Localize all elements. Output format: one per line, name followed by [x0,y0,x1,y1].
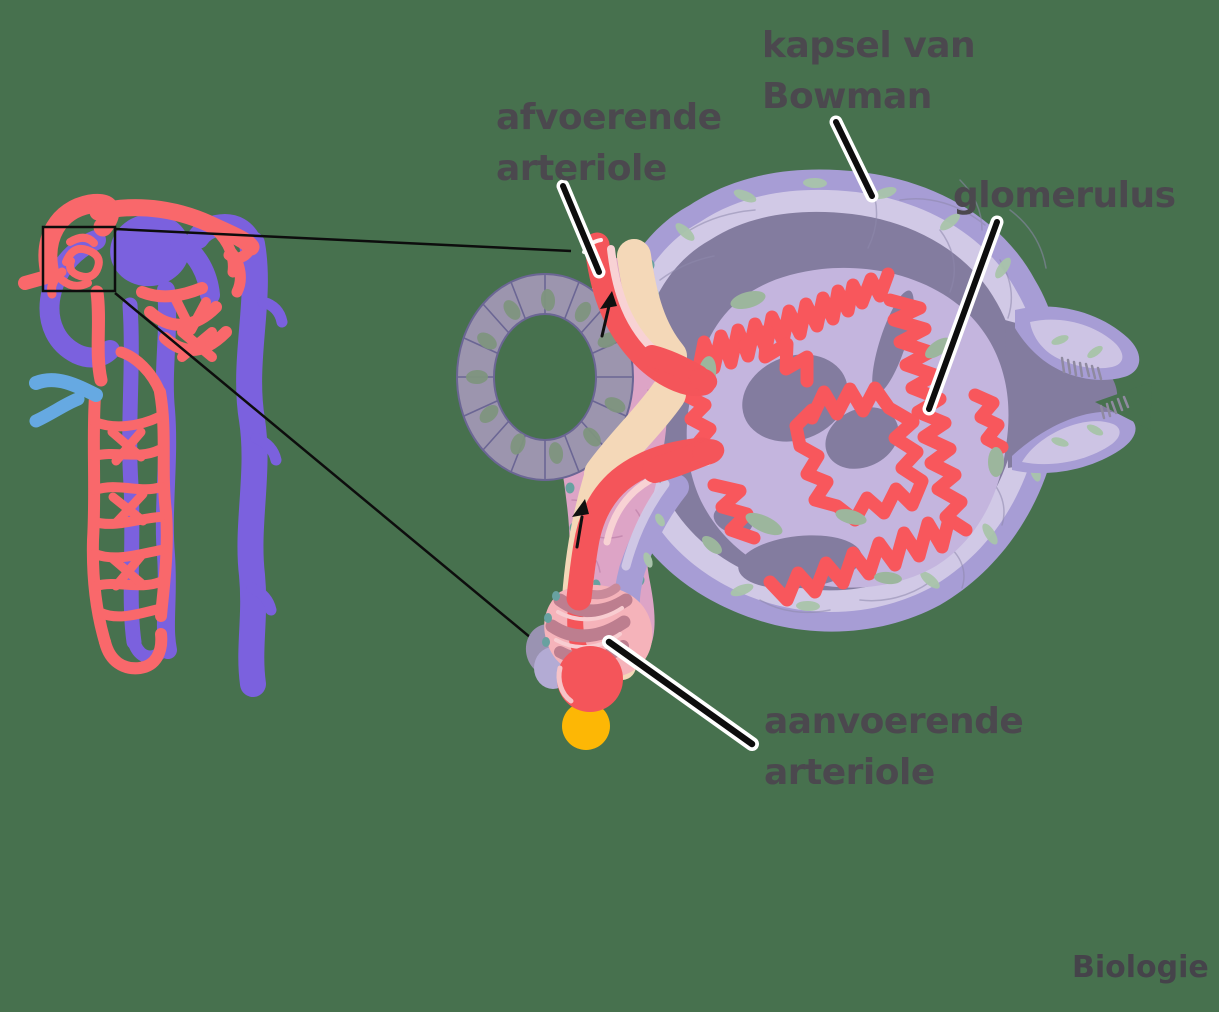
zoom-callout-box [41,225,117,293]
zoom-callout-line-bottom [114,292,567,668]
glomerulus-illustration [456,169,1152,750]
label-aanvoerende-line1: aanvoerende [764,701,1024,742]
kapsel-leader-line [829,115,879,203]
tubule-notch [1095,382,1152,430]
proximal-tubule-opening [1005,306,1152,474]
brush-border-bristles [1060,356,1130,420]
yellow-droplet [562,702,610,750]
glomerulus-tuft [678,267,1009,607]
label-kapsel-line2: Bowman [762,76,932,118]
twist-coat-nuclei [542,591,560,647]
glomerulus-tuft-mini [58,233,103,290]
blue-capillary-branch [29,373,103,428]
tubule-rim-nuclei [1051,335,1104,447]
label-afvoerende-line1: afvoerende [496,97,722,138]
label-glomerulus: glomerulus [953,170,1176,221]
glomerulus-leader-line [922,215,1004,416]
afferent-flow-arrow [572,499,589,549]
tubule-ring-lumen [493,313,597,441]
label-glomerulus-text: glomerulus [953,175,1176,216]
leader-lines [556,115,1004,751]
watermark-biologie: Biologie [1072,950,1209,985]
label-kapsel-van-bowman: kapsel van Bowman [762,20,976,122]
label-kapsel-line1: kapsel van [762,25,976,66]
label-aanvoerende-line2: arteriole [764,752,935,794]
red-cell-pale-rim [556,665,574,704]
zoom-callout [41,225,572,668]
label-afvoerende-arteriole: afvoerende arteriole [496,92,722,194]
efferent-flow-arrow [600,291,617,338]
zoom-callout-line-top [114,227,572,253]
nephron-overview-illustration [18,193,288,697]
label-afvoerende-line2: arteriole [496,148,667,190]
flow-arrows [572,291,617,549]
glomerulus-capillaries [678,267,1009,607]
red-blood-cell [557,646,623,712]
artery-vessels [18,193,260,675]
afvoerende-leader-line [556,179,606,279]
label-aanvoerende-arteriole: aanvoerende arteriole [764,696,1024,798]
tubule-arm-top-rim [1030,319,1123,369]
aanvoerende-leader-line [602,635,759,751]
distal-tubule-ring [456,273,634,481]
vascular-pole-stubs [641,345,725,483]
glomerulus-cell-nuclei [697,290,1004,585]
